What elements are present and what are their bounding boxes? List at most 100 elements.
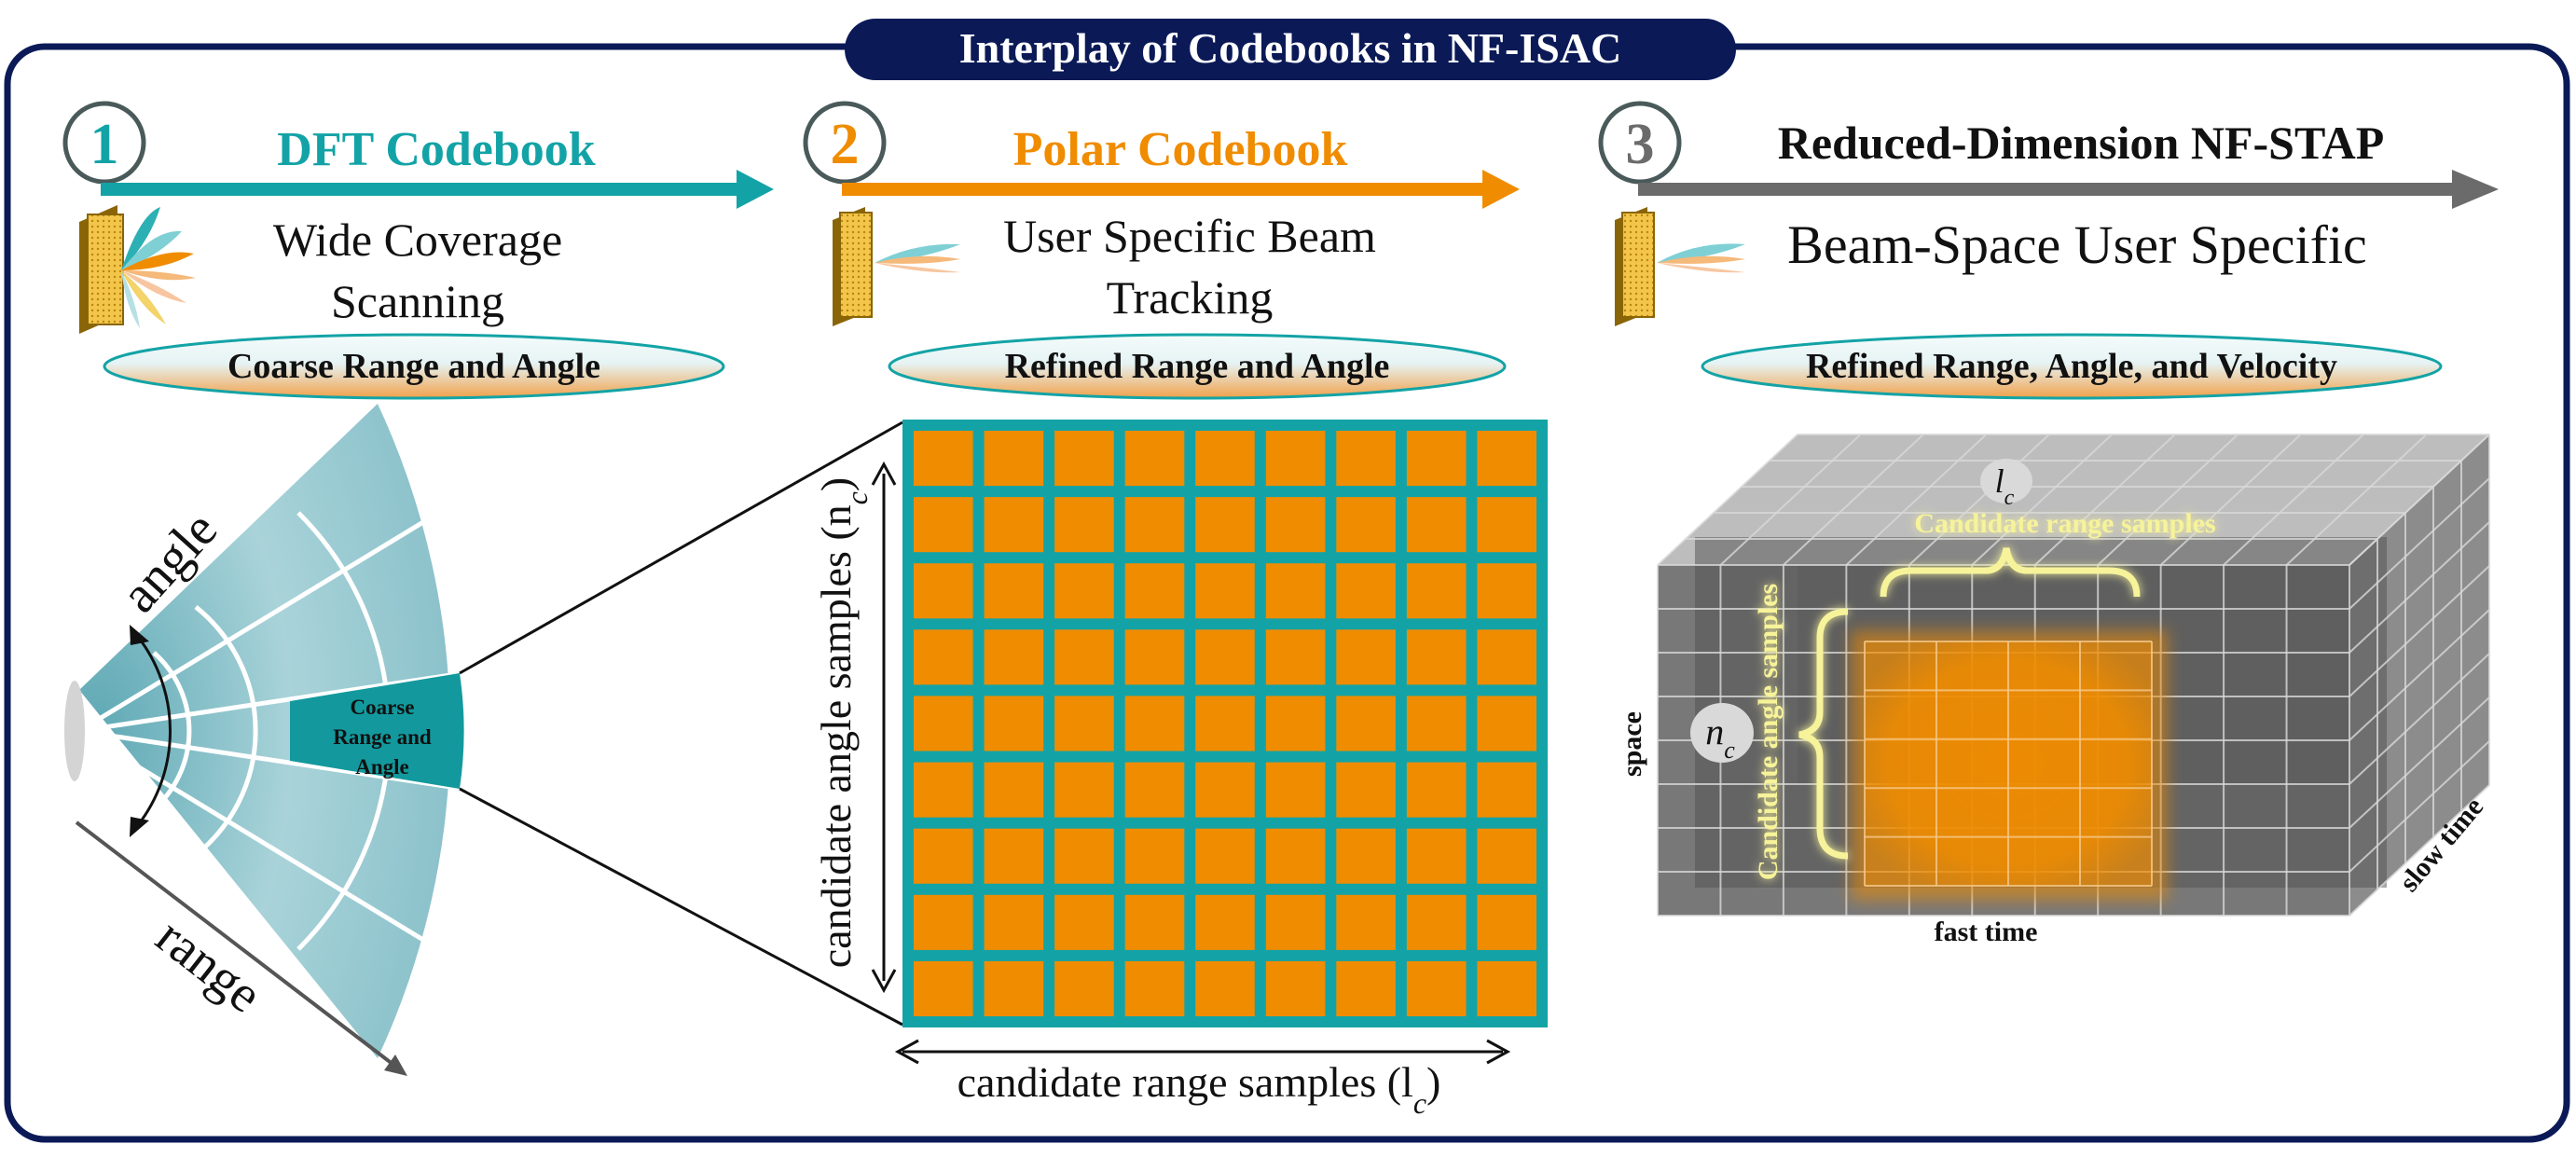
page-title: Interplay of Codebooks in NF-ISAC (959, 24, 1622, 72)
pill-label: Refined Range, Angle, and Velocity (1806, 347, 2337, 386)
grid-cell (1054, 431, 1114, 487)
step-desc-line2: Tracking (1107, 271, 1274, 324)
grid-cell (1336, 828, 1396, 884)
x-axis-arrow (894, 1039, 1511, 1065)
candidate-grid (902, 420, 1548, 1027)
step-1-header: 1 DFT Codebook Wide Coverage Scanning (62, 101, 774, 327)
grid-cell (1054, 762, 1114, 818)
pill-label: Refined Range and Angle (1005, 347, 1390, 386)
grid-cell (1406, 431, 1467, 487)
grid-cell (984, 629, 1044, 685)
grid-cell (1406, 894, 1467, 950)
grid-cell (1336, 497, 1396, 553)
grid-cell (1124, 696, 1185, 751)
grid-cell (1477, 828, 1536, 884)
step-number: 3 (1626, 113, 1655, 176)
grid-cell (1336, 762, 1396, 818)
title-banner: Interplay of Codebooks in NF-ISAC (845, 19, 1736, 80)
grid-cell (1124, 828, 1185, 884)
grid-cell (1195, 762, 1255, 818)
step-number: 1 (90, 113, 119, 176)
grid-cell (1477, 563, 1536, 619)
sector-fill (79, 404, 450, 1058)
grid-cell (1336, 894, 1396, 950)
grid-cell (1265, 696, 1326, 751)
grid-cell (1406, 563, 1467, 619)
grid-cell (1477, 629, 1536, 685)
step-desc-line1: User Specific Beam (1003, 210, 1376, 262)
grid-cell (1336, 696, 1396, 751)
grid-cell (1195, 497, 1255, 553)
step-3-header: 3 Reduced-Dimension NF-STAP Beam-Space U… (1598, 101, 2499, 275)
grid-cell (1124, 563, 1185, 619)
grid-cell (984, 894, 1044, 950)
cell-text-line3: Angle (355, 755, 409, 779)
cell-text-line1: Coarse (351, 696, 415, 719)
axis-fast-time: fast time (1935, 917, 2038, 947)
grid-cell (1265, 828, 1326, 884)
range-arrow (75, 820, 403, 1072)
grid-cell (914, 696, 973, 751)
grid-cell (1195, 563, 1255, 619)
grid-cell (1054, 828, 1114, 884)
step-title: DFT Codebook (277, 123, 596, 176)
lc-label: lc (1995, 462, 2015, 510)
step-title: Polar Codebook (1013, 123, 1348, 176)
x-axis-label: candidate range samples (lc) (957, 1058, 1441, 1120)
grid-cell (914, 894, 973, 950)
step-number-circle (62, 101, 146, 185)
coarse-cell (290, 673, 464, 789)
grid-cell (914, 828, 973, 884)
pill-refined-velocity: Refined Range, Angle, and Velocity (1701, 333, 2443, 400)
grid-cell (914, 629, 973, 685)
grid-cell (984, 497, 1044, 553)
grid-cell (1265, 563, 1326, 619)
pill-coarse: Coarse Range and Angle (103, 333, 725, 400)
grid-cell (1054, 894, 1114, 950)
grid-cell (1195, 629, 1255, 685)
grid-cell (1124, 431, 1185, 487)
grid-cell (1124, 497, 1185, 553)
grid-cell (984, 960, 1044, 1016)
step-desc-line2: Scanning (331, 275, 504, 327)
grid-cell (1195, 828, 1255, 884)
grid-cell (1477, 696, 1536, 751)
angle-brace (1798, 608, 1849, 860)
candidate-range-label: Candidate range samples (1914, 508, 2215, 539)
grid-cell (1265, 894, 1326, 950)
pill-refined: Refined Range and Angle (888, 333, 1507, 400)
step-2-header: 2 Polar Codebook User Specific Beam Trac… (803, 101, 1520, 324)
axis-space: space (1617, 711, 1647, 777)
nc-label: nc (1705, 710, 1735, 764)
grid-cell (1054, 497, 1114, 553)
angle-arc (136, 636, 172, 826)
grid-cell (984, 696, 1044, 751)
grid-cells (914, 431, 1536, 1016)
grid-cell (984, 762, 1044, 818)
grid-cell (1477, 497, 1536, 553)
step-1-arrow-head (737, 170, 774, 209)
grid-cell (1054, 563, 1114, 619)
sector-diagram: Coarse Range and Angle angle range (64, 404, 903, 1076)
grid-cell (914, 762, 973, 818)
grid-cell (1124, 894, 1185, 950)
grid-cell (1477, 960, 1536, 1016)
step-title: Reduced-Dimension NF-STAP (1778, 117, 2384, 169)
grid-cell (1477, 762, 1536, 818)
y-axis-label: candidate angle samples (nc) (812, 477, 874, 968)
grid-cell (914, 563, 973, 619)
grid-cell (1406, 960, 1467, 1016)
grid-cell (1406, 497, 1467, 553)
grid-cell (1406, 696, 1467, 751)
antenna-narrow-beams-icon (833, 207, 960, 326)
grid-cell (1054, 696, 1114, 751)
data-cube: lc Candidate range samples nc Candidate … (1617, 434, 2490, 947)
grid-cell (914, 960, 973, 1016)
grid-cell (1124, 762, 1185, 818)
grid-cell (1406, 828, 1467, 884)
grid-cell (1265, 497, 1326, 553)
grid-cell (1406, 629, 1467, 685)
grid-cell (1195, 894, 1255, 950)
grid-cell (914, 431, 973, 487)
